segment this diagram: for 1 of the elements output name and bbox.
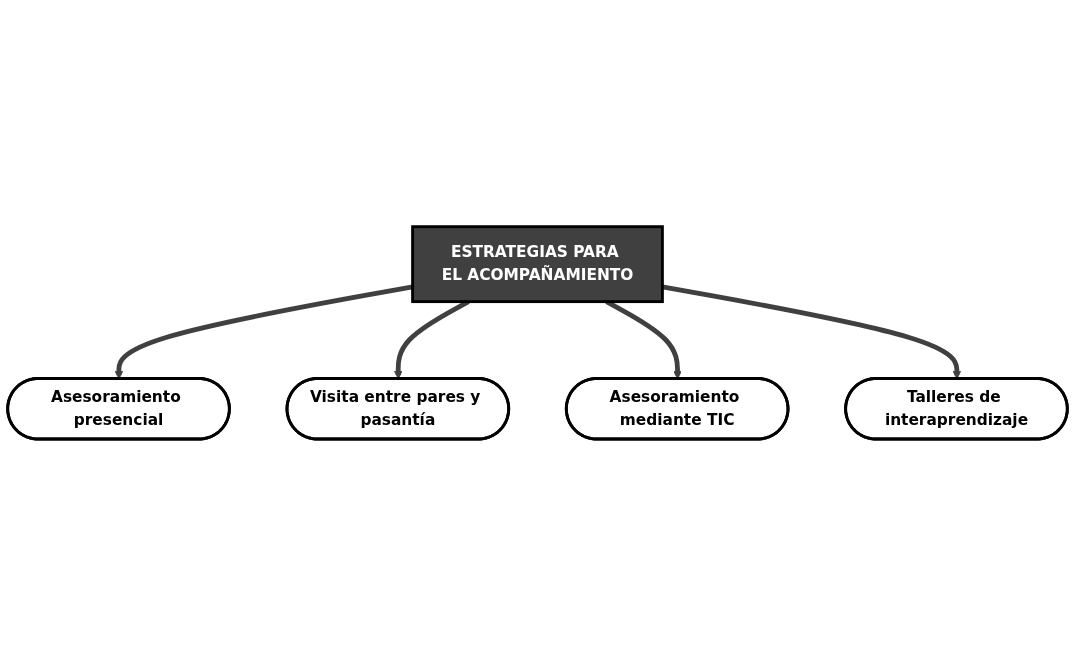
node-box: ESTRATEGIAS PARA EL ACOMPAÑAMIENTO [411,225,664,304]
